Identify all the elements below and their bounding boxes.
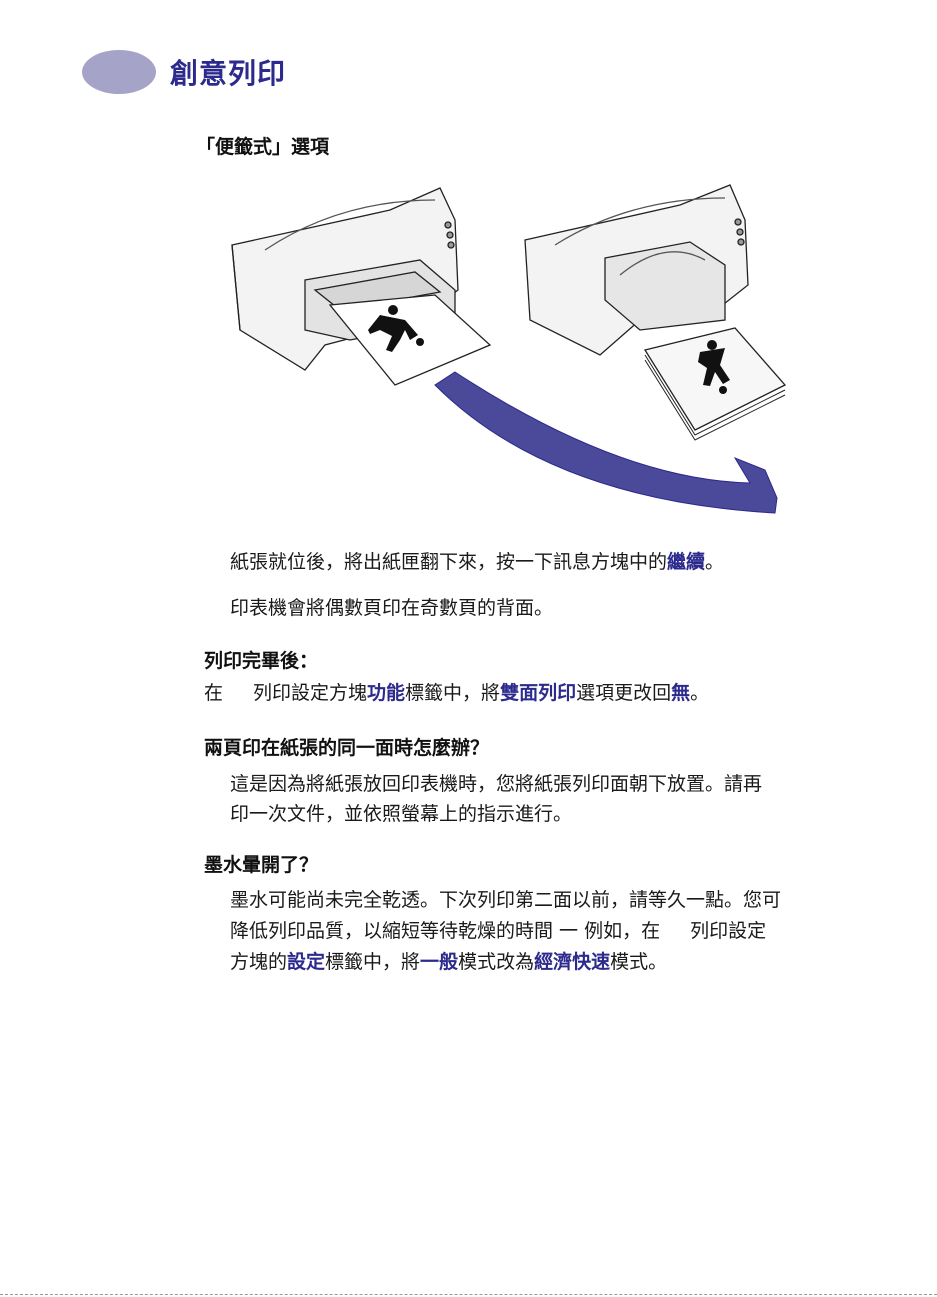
paper-sheet [330, 295, 490, 385]
after-print-paragraph: 在列印設定方塊功能標籤中，將雙面列印選項更改回無。 [204, 678, 709, 708]
faq1-line2: 印一次文件，並依照螢幕上的指示進行。 [230, 799, 572, 829]
step-paragraph-2: 印表機會將偶數頁印在奇數頁的背面。 [230, 593, 553, 623]
faq2-heading: 墨水暈開了？ [204, 850, 318, 877]
faq2-line3: 方塊的設定標籤中，將一般模式改為經濟快速模式。 [230, 947, 667, 977]
page-bottom-rule [0, 1294, 937, 1295]
printer-icon [525, 185, 748, 355]
after-print-heading: 列印完畢後： [204, 646, 318, 673]
faq2-line1: 墨水可能尚未完全乾透。下次列印第二面以前，請等久一點。您可 [230, 885, 781, 915]
faq1-line1: 這是因為將紙張放回印表機時，您將紙張列印面朝下放置。請再 [230, 769, 762, 799]
chapter-tab-oval [82, 50, 156, 94]
step-paragraph-1: 紙張就位後，將出紙匣翻下來，按一下訊息方塊中的繼續。 [230, 547, 724, 577]
duplex-illustration [220, 180, 820, 525]
paper-stack-icon [645, 328, 785, 440]
chapter-title: 創意列印 [170, 52, 286, 92]
faq1-heading: 兩頁印在紙張的同一面時怎麼辦？ [204, 733, 489, 760]
section-title: 「便籤式」選項 [196, 132, 329, 159]
faq2-line2: 降低列印品質，以縮短等待乾燥的時間 一 例如，在列印設定 [230, 916, 766, 946]
continue-keyword: 繼續 [667, 551, 705, 573]
